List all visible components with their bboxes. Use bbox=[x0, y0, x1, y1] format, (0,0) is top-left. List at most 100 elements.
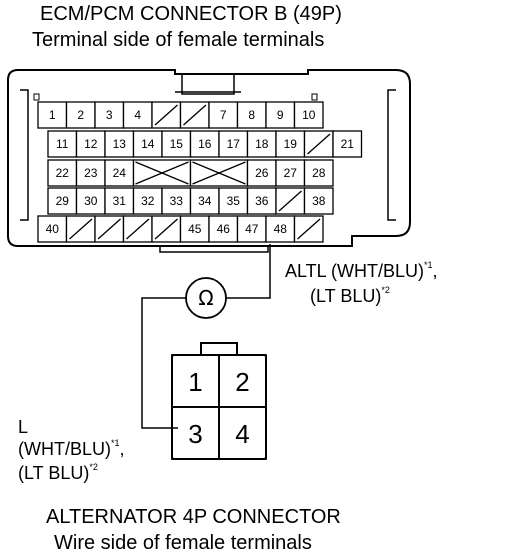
ecm-pin-label: 24 bbox=[113, 166, 127, 180]
ecm-pin-cell bbox=[218, 130, 249, 158]
ohmmeter-symbol bbox=[185, 277, 227, 319]
ecm-pin-label: 18 bbox=[255, 137, 269, 151]
ecm-pin-label: 27 bbox=[284, 166, 298, 180]
ecm-pin-cell bbox=[132, 130, 163, 158]
ecm-pin-label: 30 bbox=[84, 194, 98, 208]
ecm-pin-label: 46 bbox=[217, 222, 231, 236]
alternator-pin-label: 4 bbox=[235, 419, 249, 449]
ecm-pin-label: 48 bbox=[274, 222, 288, 236]
ecm-pin-label: 22 bbox=[56, 166, 70, 180]
ecm-pin-label: 23 bbox=[84, 166, 98, 180]
ecm-pin-cell bbox=[47, 159, 78, 187]
ecm-pin-cell bbox=[303, 187, 334, 215]
ecm-pin-cell bbox=[189, 187, 220, 215]
ecm-pin-label: 2 bbox=[77, 108, 84, 122]
ecm-pin-cell bbox=[236, 101, 267, 129]
ecm-pin-cell bbox=[218, 187, 249, 215]
ecm-pin-label: 12 bbox=[84, 137, 98, 151]
ecm-blocked-slot bbox=[192, 161, 246, 185]
ecm-pin-cell bbox=[246, 187, 277, 215]
alternator-connector-title: ALTERNATOR 4P CONNECTOR bbox=[46, 506, 341, 528]
ecm-pin-label: 34 bbox=[198, 194, 212, 208]
ecm-pin-cell bbox=[47, 187, 78, 215]
ecm-pin-label: 1 bbox=[49, 108, 56, 122]
l-wire-alt-color: (LT BLU)*2 bbox=[18, 462, 98, 483]
ecm-pin-label: 31 bbox=[113, 194, 127, 208]
ecm-pin-label: 33 bbox=[170, 194, 184, 208]
ecm-pin-label: 45 bbox=[188, 222, 202, 236]
ecm-pin-label: 29 bbox=[56, 194, 70, 208]
ecm-pin-label: 8 bbox=[248, 108, 255, 122]
ecm-pin-cell bbox=[161, 130, 192, 158]
ecm-pin-label: 47 bbox=[245, 222, 259, 236]
ecm-empty-slot bbox=[154, 104, 178, 126]
ecm-pin-cell bbox=[122, 101, 153, 129]
ecm-pin-label: 38 bbox=[312, 194, 326, 208]
alternator-pin-label: 1 bbox=[188, 367, 202, 397]
ohm-icon: Ω bbox=[198, 286, 213, 310]
ecm-pin-cell bbox=[265, 215, 296, 243]
alternator-connector-subtitle: Wire side of female terminals bbox=[54, 532, 312, 554]
ecm-pin-label: 17 bbox=[227, 137, 241, 151]
ecm-pin-label: 16 bbox=[198, 137, 212, 151]
ecm-pin-cell bbox=[47, 130, 78, 158]
ecm-empty-slot bbox=[307, 133, 331, 155]
ecm-empty-slot bbox=[69, 218, 93, 240]
ecm-latch bbox=[181, 73, 235, 95]
ecm-blocked-slot bbox=[135, 161, 189, 185]
ecm-empty-slot bbox=[183, 104, 207, 126]
ecm-pin-label: 11 bbox=[56, 137, 69, 151]
altl-wire bbox=[226, 244, 271, 299]
ecm-empty-slot bbox=[278, 190, 302, 212]
ecm-connector-title: ECM/PCM CONNECTOR B (49P) bbox=[40, 3, 342, 25]
l-wire bbox=[141, 297, 186, 429]
ecm-pin-cell bbox=[75, 159, 106, 187]
ecm-pin-cell bbox=[275, 159, 306, 187]
alternator-pin-label: 2 bbox=[235, 367, 249, 397]
ecm-empty-slot bbox=[97, 218, 121, 240]
ecm-pin-cell bbox=[332, 130, 363, 158]
ecm-pin-label: 7 bbox=[220, 108, 227, 122]
ecm-pin-label: 14 bbox=[141, 137, 155, 151]
ecm-pin-cell bbox=[37, 101, 68, 129]
ecm-pin-cell bbox=[75, 187, 106, 215]
ecm-pin-label: 19 bbox=[284, 137, 298, 151]
ecm-housing-outline bbox=[7, 69, 411, 247]
ecm-pin-label: 36 bbox=[255, 194, 269, 208]
ecm-pin-label: 15 bbox=[170, 137, 184, 151]
ecm-pin-cell bbox=[275, 130, 306, 158]
ecm-pin-cell bbox=[161, 187, 192, 215]
ecm-pin-cell bbox=[246, 130, 277, 158]
ecm-pin-cell bbox=[246, 159, 277, 187]
ecm-empty-slot bbox=[126, 218, 150, 240]
ecm-connector-subtitle: Terminal side of female terminals bbox=[32, 29, 325, 51]
ecm-pin-label: 4 bbox=[134, 108, 141, 122]
ecm-pin-cell bbox=[37, 215, 68, 243]
ecm-pin-cell bbox=[104, 187, 135, 215]
ecm-pin-cell bbox=[189, 130, 220, 158]
alternator-latch bbox=[200, 342, 238, 356]
ecm-pin-cell bbox=[303, 159, 334, 187]
ecm-pin-label: 32 bbox=[141, 194, 155, 208]
alternator-pin-cell bbox=[218, 406, 267, 460]
ecm-pin-cell bbox=[208, 215, 239, 243]
ecm-pin-cell bbox=[293, 101, 324, 129]
ecm-pin-label: 13 bbox=[113, 137, 127, 151]
l-wire-color: (WHT/BLU)*1, bbox=[18, 438, 125, 459]
ecm-pin-label: 26 bbox=[255, 166, 269, 180]
ecm-empty-slot bbox=[154, 218, 178, 240]
ecm-pin-label: 21 bbox=[341, 137, 355, 151]
ecm-pin-cell bbox=[265, 101, 296, 129]
ecm-pin-label: 35 bbox=[227, 194, 241, 208]
ecm-pin-label: 9 bbox=[277, 108, 284, 122]
altl-wire-alt-color: (LT BLU)*2 bbox=[310, 285, 390, 306]
ecm-pin-cell bbox=[236, 215, 267, 243]
ecm-pin-label: 3 bbox=[106, 108, 113, 122]
ecm-empty-slot bbox=[297, 218, 321, 240]
ecm-pin-label: 28 bbox=[312, 166, 326, 180]
ecm-pin-cell bbox=[65, 101, 96, 129]
